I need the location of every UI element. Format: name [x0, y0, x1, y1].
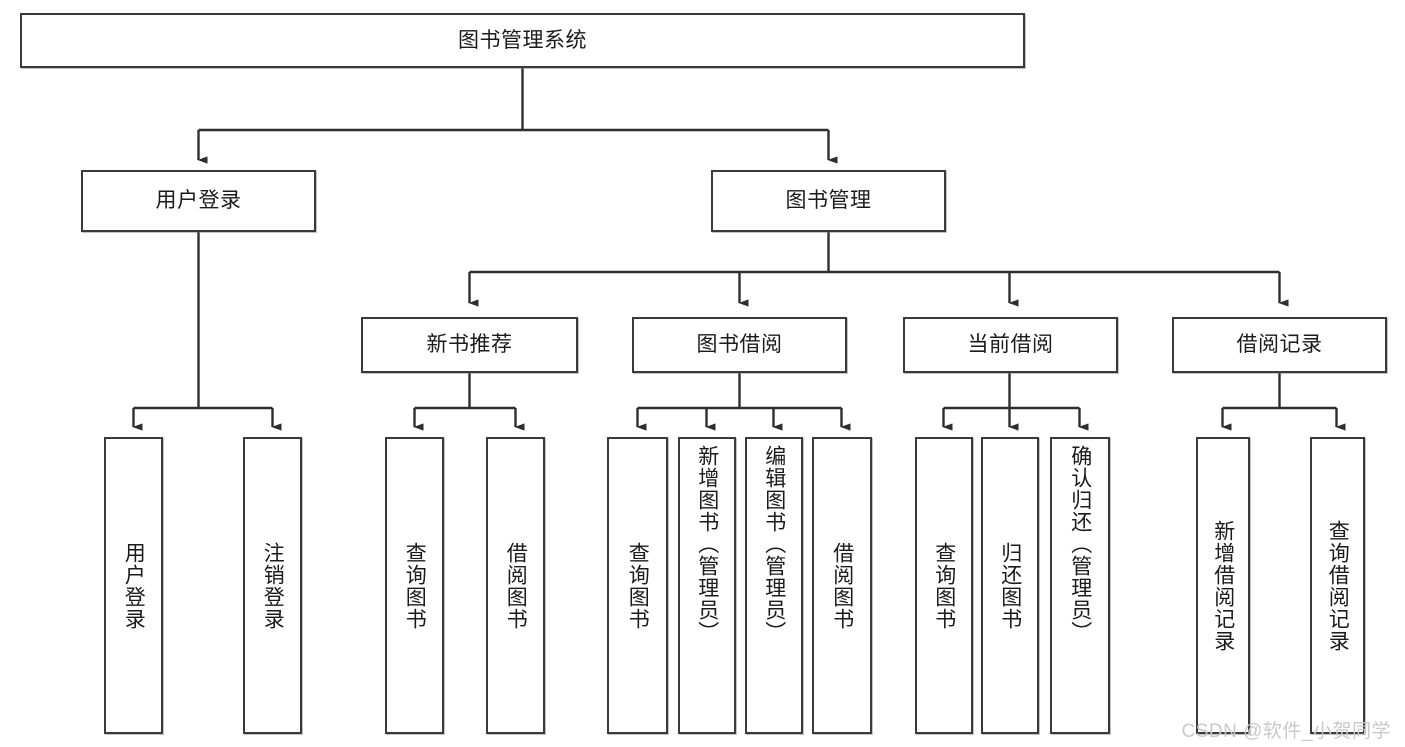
node-book-borrow[interactable]: 图书借阅 [632, 317, 847, 373]
node-label: 查询图书 [403, 541, 427, 630]
node-label: 图书管理系统 [458, 28, 587, 52]
node-label: 查询图书 [626, 541, 650, 630]
node-book-management[interactable]: 图书管理 [711, 170, 946, 232]
node-label: 借阅记录 [1236, 333, 1323, 357]
node-label: 借阅图书 [504, 541, 528, 630]
node-leaf-borrow-book-recommend[interactable]: 借阅图书 [486, 437, 545, 734]
node-label: 新增借阅记录 [1211, 519, 1235, 652]
node-leaf-user-login[interactable]: 用户登录 [104, 437, 163, 734]
node-leaf-query-book-recommend[interactable]: 查询图书 [385, 437, 444, 734]
node-label: 用户登录 [122, 541, 146, 630]
node-label: 归还图书 [998, 541, 1022, 630]
node-user-login[interactable]: 用户登录 [81, 170, 316, 232]
node-label: 图书借阅 [696, 333, 783, 357]
node-leaf-return-book[interactable]: 归还图书 [981, 437, 1039, 734]
node-leaf-query-book-current[interactable]: 查询图书 [915, 437, 973, 734]
watermark-text: CSDN @软件_小贺同学 [1181, 721, 1391, 742]
node-current-borrow[interactable]: 当前借阅 [903, 317, 1118, 373]
node-label: 借阅图书 [830, 541, 854, 630]
node-leaf-confirm-return[interactable]: 确认归还（管理员） [1050, 437, 1110, 734]
node-label: 编辑图书（管理员） [762, 445, 786, 643]
node-new-book-recommend[interactable]: 新书推荐 [361, 317, 578, 373]
node-label: 用户登录 [155, 189, 242, 213]
node-label: 注销登录 [261, 541, 285, 630]
node-label: 确认归还（管理员） [1068, 445, 1092, 643]
node-leaf-edit-book[interactable]: 编辑图书（管理员） [745, 437, 803, 734]
node-label: 新增图书（管理员） [695, 445, 719, 643]
node-label: 新书推荐 [426, 333, 513, 357]
node-leaf-user-logout[interactable]: 注销登录 [243, 437, 302, 734]
node-label: 查询图书 [932, 541, 956, 630]
node-label: 当前借阅 [967, 333, 1054, 357]
node-leaf-query-borrow-record[interactable]: 查询借阅记录 [1310, 437, 1365, 734]
node-root-book-management-system[interactable]: 图书管理系统 [20, 13, 1025, 68]
node-label: 图书管理 [785, 189, 872, 213]
node-leaf-borrow-book[interactable]: 借阅图书 [812, 437, 872, 734]
node-leaf-add-book[interactable]: 新增图书（管理员） [678, 437, 736, 734]
node-leaf-add-borrow-record[interactable]: 新增借阅记录 [1196, 437, 1250, 734]
node-borrow-record[interactable]: 借阅记录 [1172, 317, 1387, 373]
node-label: 查询借阅记录 [1326, 519, 1350, 652]
node-leaf-query-book-borrow[interactable]: 查询图书 [607, 437, 668, 734]
